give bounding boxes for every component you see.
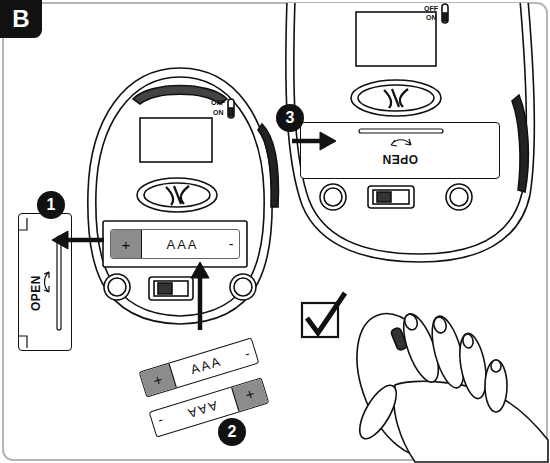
connect-switch-knob	[377, 192, 391, 202]
mouse-bottom-view	[88, 68, 279, 324]
sensor-window	[140, 118, 212, 162]
thumb	[353, 380, 404, 444]
grip-slot	[57, 236, 61, 330]
sensor-window	[356, 12, 436, 66]
mouse-foot	[104, 274, 130, 300]
mouse-shell	[88, 68, 272, 324]
logo-oval	[137, 178, 217, 212]
callout-number: 2	[228, 423, 237, 441]
power-switch	[228, 99, 234, 118]
switch-label: OFF	[211, 99, 225, 107]
mouse-bottom-view	[286, 3, 535, 262]
check-mark	[307, 293, 345, 333]
connect-switch	[149, 277, 193, 300]
finger	[485, 360, 507, 412]
arrow-shaft	[198, 276, 203, 330]
callout-number: 3	[286, 109, 295, 127]
connect-switch-knob	[158, 283, 172, 294]
power-switch-knob	[443, 13, 447, 21]
aaa-battery: +AAA-	[110, 229, 240, 259]
mouse-shell	[286, 3, 535, 262]
battery-compartment	[103, 221, 247, 267]
polarity-mark: +	[111, 230, 142, 258]
callout-number: 1	[47, 196, 56, 214]
logo-oval-inner	[358, 85, 434, 111]
mouse-base	[96, 77, 264, 316]
logo-mark	[384, 89, 408, 108]
finger-nail	[491, 360, 501, 372]
logo-mark	[166, 186, 189, 205]
mouse-foot	[230, 274, 256, 300]
mouse-foot	[446, 184, 472, 210]
switch-label: ON	[213, 109, 224, 117]
switch-label: OFF	[424, 5, 438, 13]
switch-label: ON	[426, 14, 437, 22]
panel-letter: B	[12, 5, 29, 33]
power-switch	[442, 4, 448, 23]
grip-slot	[359, 129, 443, 133]
battery-type: AAA	[142, 230, 223, 258]
cover-label: OPEN	[29, 275, 43, 311]
power-switch-knob	[229, 108, 233, 116]
logo-oval-inner	[144, 183, 210, 207]
panel-badge: B	[0, 0, 42, 38]
step-arrows	[52, 132, 336, 330]
callout-number: 2	[218, 418, 246, 446]
polarity-mark: -	[223, 230, 239, 258]
connect-switch-inner	[373, 190, 409, 204]
check-box	[302, 293, 345, 337]
finger-nail	[432, 316, 448, 335]
logo-oval	[351, 80, 441, 116]
open-symbol	[391, 139, 411, 146]
cover-ridges	[301, 123, 501, 180]
mouse-foot-inner	[450, 188, 468, 206]
mouse-foot	[320, 184, 346, 210]
finger-nail	[462, 333, 474, 349]
mouse-foot-inner	[324, 188, 342, 206]
check-box-frame	[302, 303, 338, 337]
battery-cover: OPEN	[18, 213, 72, 351]
arrow-head	[191, 262, 209, 278]
connect-switch-inner	[154, 281, 188, 296]
side-grip	[512, 95, 528, 192]
mouse-base	[294, 3, 527, 254]
mouse-foot-inner	[108, 278, 126, 296]
battery-cover: OPEN	[300, 122, 500, 179]
mouse-foot-inner	[234, 278, 252, 296]
connect-switch	[368, 186, 414, 208]
side-grip	[258, 124, 278, 207]
open-symbol	[44, 272, 49, 292]
callout-number: 1	[37, 191, 65, 219]
cover-label: OPEN	[382, 152, 418, 166]
cover-ridges	[19, 214, 73, 352]
finger-nail	[403, 312, 420, 331]
hand-with-mouse	[338, 300, 548, 463]
callout-number: 3	[276, 104, 304, 132]
cover-tab	[19, 218, 27, 348]
